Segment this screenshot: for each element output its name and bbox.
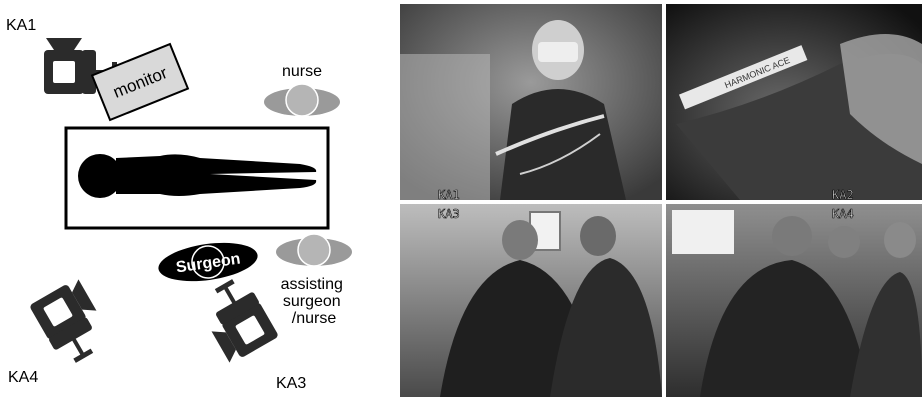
video-camera-icon [29, 278, 114, 369]
camera-ka3 [194, 273, 279, 364]
camera-ka3-label: KA3 [276, 375, 306, 392]
video-panel-ka3: KA3 [400, 204, 662, 397]
video-panel-ka4: KA4 [666, 204, 922, 397]
nurse-figure [264, 84, 340, 116]
video-grid: KA1 HARMONIC ACE KA2 KA3 KA4 [400, 4, 922, 397]
assistant-label-line1: assisting [281, 276, 343, 293]
camera-ka1-label: KA1 [6, 17, 36, 34]
surgeon-figure: Surgeon [156, 237, 260, 287]
video-panel-ka4-label: KA4 [832, 207, 854, 221]
video-panel-ka1-label: KA1 [438, 188, 460, 202]
camera-ka4-label: KA4 [8, 369, 38, 386]
video-panel-ka3-label: KA3 [438, 207, 460, 221]
video-camera-icon [194, 273, 279, 364]
camera-ka4 [29, 278, 114, 369]
video-panel-ka2: HARMONIC ACE KA2 [666, 4, 922, 202]
video-panel-ka2-label: KA2 [832, 188, 854, 202]
nurse-label: nurse [282, 63, 322, 80]
video-panel-ka1: KA1 [400, 4, 662, 202]
assistant-label: assisting surgeon /nurse [281, 276, 348, 327]
assistant-label-line2: surgeon [283, 293, 341, 310]
or-layout-diagram: KA1 monitor nurse Surgeon assisting surg… [0, 0, 400, 397]
assistant-figure [276, 234, 352, 266]
monitor: monitor [92, 44, 188, 120]
assistant-label-line3: /nurse [292, 310, 337, 327]
